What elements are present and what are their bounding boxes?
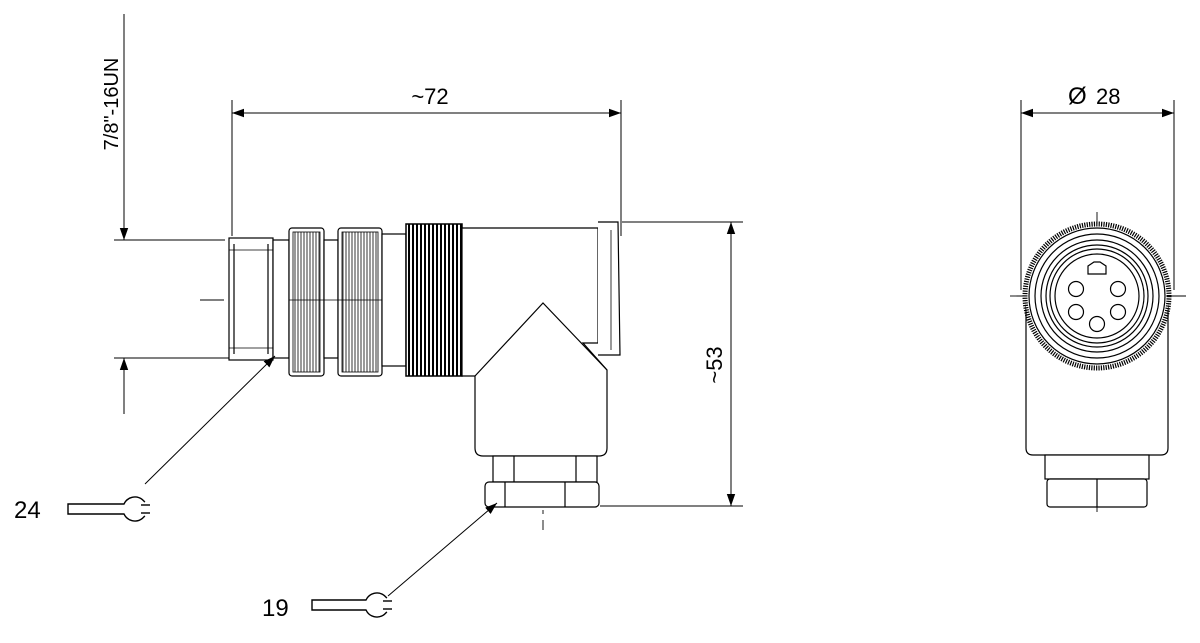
- length-label: ~72: [411, 84, 448, 109]
- height-dimension: [600, 221, 743, 507]
- diameter-dimension: [1020, 100, 1175, 290]
- wrench-size-24: 24: [14, 497, 41, 524]
- wrench-size-19: 19: [262, 595, 289, 622]
- length-dimension: [231, 100, 622, 236]
- wrench-icon: [67, 496, 150, 522]
- side-view: [67, 14, 743, 618]
- angled-housing: [461, 221, 621, 457]
- wrench-icon: [311, 592, 392, 618]
- threaded-end: [228, 237, 274, 361]
- diameter-symbol: Ø: [1068, 83, 1087, 110]
- contact-pins: [1067, 261, 1127, 333]
- diameter-label: 28: [1096, 84, 1120, 109]
- thread-label: 7/8"-16UN: [101, 58, 123, 151]
- coupling-nut: [272, 227, 407, 377]
- leader-24: [144, 355, 276, 485]
- height-label: ~53: [702, 346, 727, 383]
- knurled-ring: [405, 223, 463, 377]
- front-view: [1010, 100, 1186, 512]
- cable-gland: [484, 455, 600, 508]
- leader-19: [387, 502, 498, 597]
